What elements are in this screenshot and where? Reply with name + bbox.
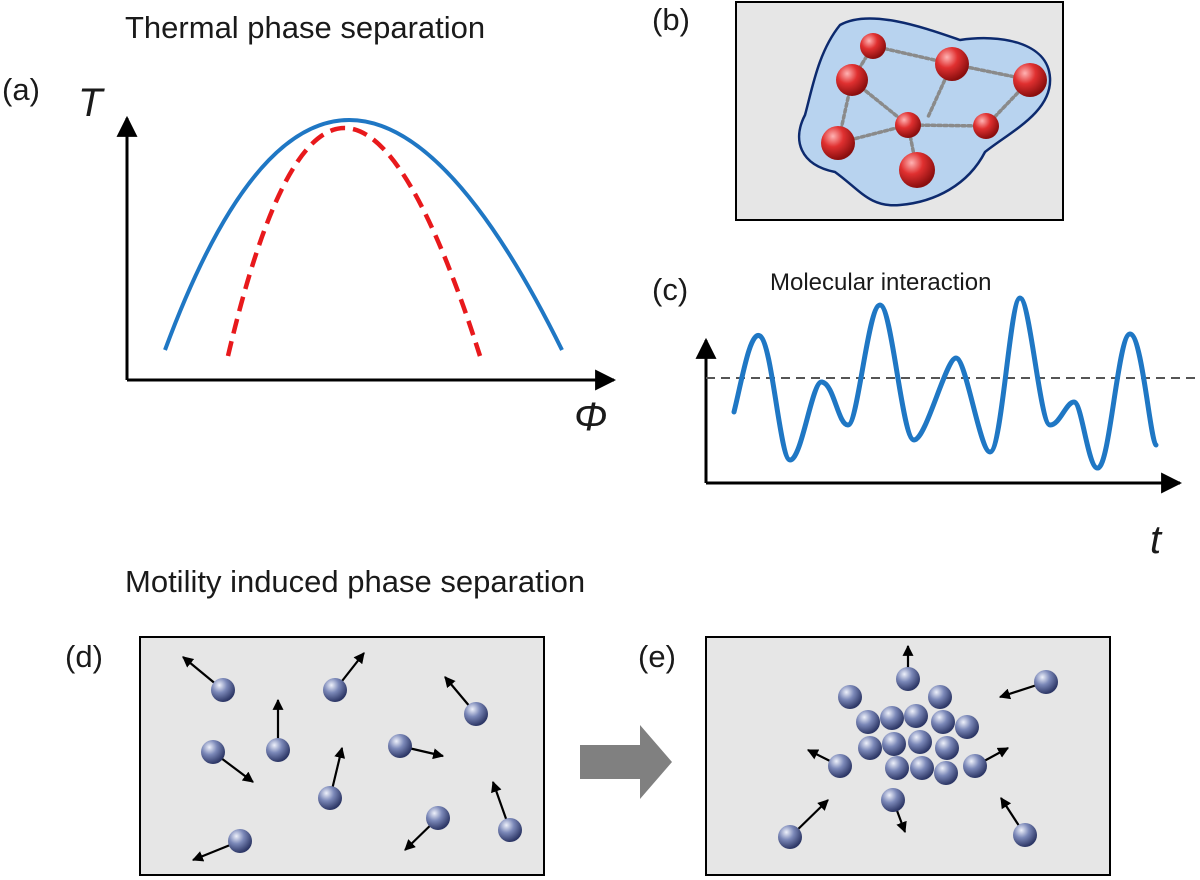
x-axis-label-phi: Φ <box>574 395 607 439</box>
particle <box>318 786 342 810</box>
particles-e <box>778 667 1058 849</box>
bead <box>935 47 969 81</box>
particle <box>228 829 252 853</box>
particle <box>885 756 909 780</box>
panel-a: (a) T Φ <box>2 72 617 439</box>
bead <box>1013 63 1047 97</box>
particle <box>323 678 347 702</box>
particle <box>881 788 905 812</box>
bead <box>895 112 921 138</box>
particle <box>882 732 906 756</box>
interaction-signal <box>731 295 1159 471</box>
spinodal-curve <box>225 126 483 357</box>
particle <box>201 740 225 764</box>
particle <box>211 678 235 702</box>
panel-label-e: (e) <box>638 639 676 674</box>
polymer-beads <box>821 33 1047 188</box>
particle <box>1034 670 1058 694</box>
particle <box>904 704 928 728</box>
particle <box>828 754 852 778</box>
particle <box>896 667 920 691</box>
particle <box>908 730 932 754</box>
particle <box>963 754 987 778</box>
particle <box>931 710 955 734</box>
heading-motility: Motility induced phase separation <box>125 564 585 599</box>
particle <box>880 706 904 730</box>
panel-c: (c) Molecular interaction t <box>652 269 1195 562</box>
panel-e: (e) <box>638 636 1111 876</box>
panel-label-c: (c) <box>652 272 688 307</box>
particle <box>266 738 290 762</box>
particle <box>1013 823 1037 847</box>
particle <box>856 710 880 734</box>
particle <box>928 685 952 709</box>
bead <box>821 126 855 160</box>
particle <box>955 715 979 739</box>
particles-d <box>201 678 522 853</box>
panel-c-title: Molecular interaction <box>770 269 991 296</box>
particle <box>464 702 488 726</box>
transition-arrow <box>580 725 672 799</box>
bead <box>973 113 999 139</box>
panel-label-b: (b) <box>652 2 690 37</box>
bead <box>860 33 886 59</box>
particle <box>910 756 934 780</box>
panel-d: (d) <box>65 636 545 876</box>
x-axis-label-t: t <box>1150 518 1163 562</box>
particle <box>426 806 450 830</box>
panel-label-d: (d) <box>65 639 103 674</box>
heading-thermal: Thermal phase separation <box>125 10 485 45</box>
particle <box>934 761 958 785</box>
panel-b: (b) <box>652 1 1064 221</box>
panel-label-a: (a) <box>2 72 40 107</box>
particle <box>778 825 802 849</box>
particle <box>838 685 862 709</box>
binodal-curve <box>163 118 564 351</box>
y-axis-label-T: T <box>78 81 105 125</box>
particle <box>935 736 959 760</box>
particle <box>388 734 412 758</box>
particle <box>858 736 882 760</box>
bead <box>899 152 935 188</box>
particle <box>498 818 522 842</box>
bead <box>836 64 868 96</box>
